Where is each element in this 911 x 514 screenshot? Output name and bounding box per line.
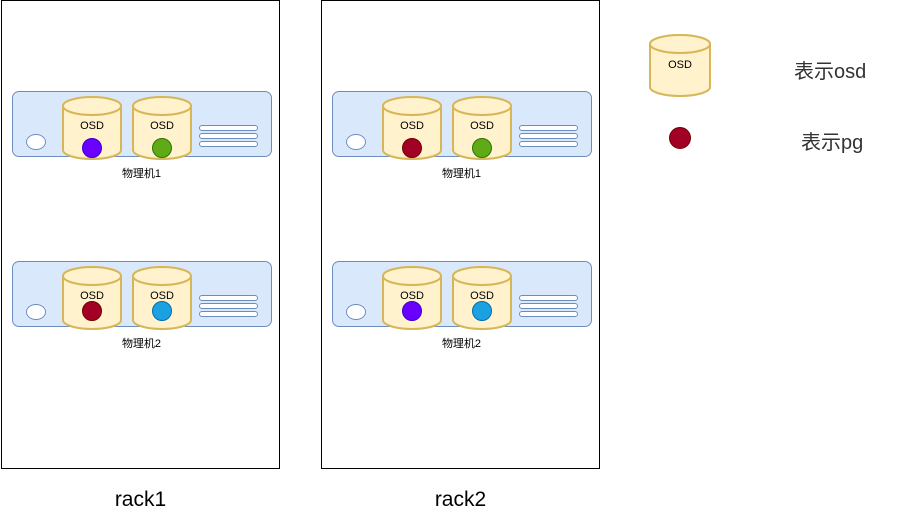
osd-cylinder: OSD [382,266,442,330]
legend-osd-label: 表示osd [794,61,867,83]
power-button-icon [26,134,46,150]
vent-slot [199,303,258,309]
cylinder-icon [452,96,512,160]
server-rack1-host2: OSD OSD [12,261,272,330]
osd-label: OSD [400,290,424,302]
legend-osd-cylinder-icon [649,34,711,97]
vent-slot [519,303,578,309]
pg-dot [402,301,422,321]
vent-slot [199,311,258,317]
host-label: 物理机1 [441,168,482,180]
cylinder-icon [382,96,442,160]
pg-dot [82,301,102,321]
rack-label: rack1 [114,488,167,511]
server-rack2-host1: OSD OSD [332,91,592,160]
vent-slot [519,295,578,301]
vent-slot [199,125,258,131]
power-button-icon [346,304,366,320]
pg-dot [402,138,422,158]
vent-slot [519,141,578,147]
vent-slot [519,133,578,139]
host-label: 物理机2 [121,338,162,350]
osd-cylinder: OSD [62,96,122,160]
cylinder-icon [132,96,192,160]
power-button-icon [346,134,366,150]
osd-cylinder: OSD [132,266,192,330]
osd-cylinder: OSD [132,96,192,160]
osd-cylinder: OSD [382,96,442,160]
cylinder-icon [62,96,122,160]
osd-label: OSD [470,290,494,302]
osd-label: OSD [400,120,424,132]
server-rack1-host1: OSD OSD [12,91,272,160]
osd-label: OSD [150,120,174,132]
osd-label: OSD [470,120,494,132]
pg-dot [472,301,492,321]
vent-slot [199,295,258,301]
server-rack2-host2: OSD OSD [332,261,592,330]
host-label: 物理机2 [441,338,482,350]
pg-dot [82,138,102,158]
rack-1: OSD OSD 物理机1 OSD [1,0,280,469]
osd-label: OSD [80,290,104,302]
rack-2: OSD OSD 物理机1 OSD [321,0,600,469]
vent-slot [519,125,578,131]
vent-slot [199,141,258,147]
legend-pg-label: 表示pg [801,132,864,154]
cylinder-icon [132,266,192,330]
cylinder-icon [382,266,442,330]
power-button-icon [26,304,46,320]
legend-pg-dot [669,127,691,149]
vent-slot [199,133,258,139]
pg-dot [152,138,172,158]
vent-slot [519,311,578,317]
rack-label: rack2 [434,488,487,511]
osd-label: OSD [150,290,174,302]
legend-osd-text: OSD [668,59,692,71]
osd-cylinder: OSD [452,96,512,160]
host-label: 物理机1 [121,168,162,180]
osd-label: OSD [80,120,104,132]
pg-dot [472,138,492,158]
pg-dot [152,301,172,321]
